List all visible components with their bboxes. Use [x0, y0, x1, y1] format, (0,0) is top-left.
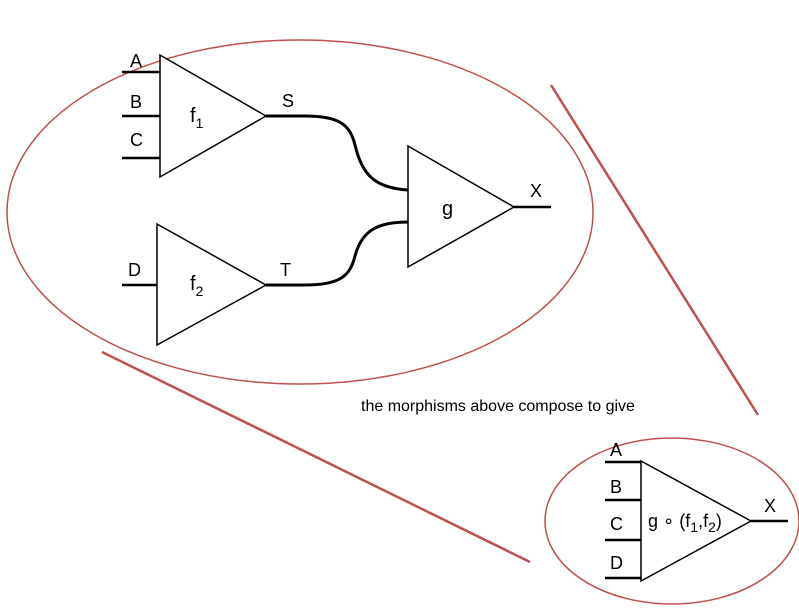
connector-line-right	[549, 84, 760, 416]
wire-t	[266, 220, 409, 287]
composed-input-c-label: C	[610, 514, 623, 534]
composed-output-x-label: X	[764, 496, 776, 516]
wire-s	[266, 114, 409, 192]
f2-label: f2	[190, 273, 204, 299]
connector-line-left	[101, 350, 531, 564]
composed-input-a-label: A	[610, 440, 622, 460]
f1-label: f1	[190, 105, 204, 131]
composed-label: g ∘ (f1,f2)	[648, 511, 722, 535]
f1-gate	[159, 53, 268, 179]
f1-input-b-label: B	[130, 92, 142, 112]
top-ellipse	[6, 39, 594, 385]
g-output-x-label: X	[530, 181, 542, 201]
composed-input-d-label: D	[610, 553, 623, 573]
f1-input-a-label: A	[130, 51, 142, 71]
composition-caption: the morphisms above compose to give	[361, 398, 635, 415]
f1-input-c-label: C	[130, 130, 143, 150]
composed-gate	[640, 459, 753, 583]
output-t-label: T	[280, 260, 291, 280]
output-s-label: S	[282, 91, 294, 111]
bottom-ellipse	[544, 437, 799, 605]
g-label: g	[442, 198, 453, 220]
g-gate	[407, 144, 516, 269]
composed-input-b-label: B	[610, 477, 622, 497]
f2-input-d-label: D	[128, 260, 141, 280]
f2-gate	[156, 222, 268, 347]
